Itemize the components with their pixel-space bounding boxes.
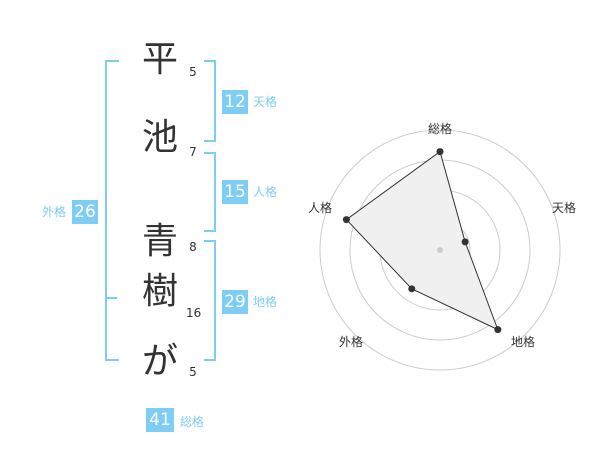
jinkaku-badge: 15 <box>222 180 248 204</box>
chikaku-badge: 29 <box>222 290 248 314</box>
radar-label-soukaku: 総格 <box>427 122 452 136</box>
jinkaku-bracket <box>204 152 216 232</box>
name-char-2: 池 <box>141 117 178 158</box>
radar-point <box>436 148 444 156</box>
radar-point <box>494 326 502 334</box>
chikaku-bracket <box>204 240 216 361</box>
radar-center-dot <box>437 247 443 253</box>
radar-label-chikaku: 地格 <box>510 335 535 349</box>
stroke-count-5: 5 <box>189 365 197 379</box>
radar-label-jinkaku: 人格 <box>307 201 332 215</box>
gaikaku-badge: 26 <box>72 200 98 224</box>
tenkaku-bracket <box>204 60 216 142</box>
jinkaku-label: 人格 <box>253 185 278 199</box>
gaikaku-bracket-mid-tick <box>105 297 117 299</box>
radar-polygon <box>345 150 499 331</box>
gaikaku-label: 外格 <box>42 205 67 219</box>
chikaku-label: 地格 <box>253 295 278 309</box>
soukaku-badge: 41 <box>146 408 174 432</box>
stroke-count-2: 7 <box>189 145 197 159</box>
tenkaku-badge: 12 <box>222 90 248 114</box>
stroke-count-4: 16 <box>186 306 202 320</box>
name-char-3: 青 <box>141 221 178 262</box>
radar-point <box>408 285 416 293</box>
radar-ring <box>319 129 561 371</box>
name-char-1: 平 <box>141 39 178 80</box>
radar-label-tenkaku: 天格 <box>551 201 576 215</box>
soukaku-label: 総格 <box>180 415 205 429</box>
stroke-count-3: 8 <box>189 240 197 254</box>
gaikaku-bracket <box>105 60 119 361</box>
name-char-5: が <box>141 341 178 382</box>
name-char-4: 樹 <box>141 271 178 312</box>
stroke-count-1: 5 <box>189 65 197 79</box>
radar-points <box>342 148 502 334</box>
radar-point <box>342 216 350 224</box>
radar-point <box>461 238 469 246</box>
tenkaku-label: 天格 <box>253 95 278 109</box>
radar-label-gaikaku: 外格 <box>338 335 363 349</box>
